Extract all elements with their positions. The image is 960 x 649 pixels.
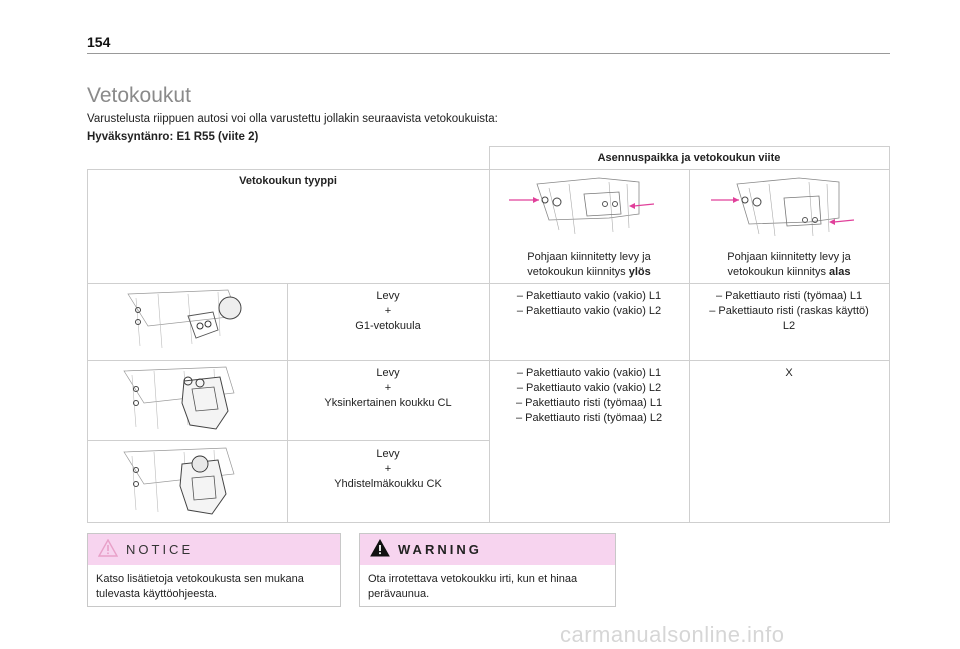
mount-up-caption-emphasis: ylös: [628, 266, 651, 278]
not-available-mark: X: [785, 367, 793, 379]
table-rule: [87, 522, 890, 523]
cl-mount-down-models: X: [689, 366, 889, 381]
cl-mount-up-models: – Pakettiauto vakio (vakio) L1 – Paketti…: [489, 366, 689, 426]
table-rule: [87, 440, 489, 441]
mount-up-cell: [489, 174, 689, 246]
notice-text-line2: tulevasta käyttöohjeesta.: [96, 588, 218, 600]
type-line: Levy: [376, 448, 400, 460]
warning-text-line1: Ota irrotettava vetokoukku irti, kun et …: [368, 573, 578, 585]
model-item: – Pakettiauto risti (työmaa) L1: [715, 290, 863, 302]
towbar-table: Asennuspaikka ja vetokoukun viite Vetoko…: [87, 146, 890, 523]
mount-down-caption-line2: vetokoukun kiinnitys: [727, 266, 830, 278]
model-item: – Pakettiauto risti (työmaa) L2: [515, 412, 663, 424]
type-line: Levy: [376, 290, 400, 302]
mount-down-caption-emphasis: alas: [829, 266, 851, 278]
warning-text: Ota irrotettava vetokoukku irti, kun et …: [360, 565, 615, 609]
warning-label: WARNING: [398, 542, 482, 557]
warning-box: WARNING Ota irrotettava vetokoukku irti,…: [359, 533, 616, 607]
warning-header: WARNING: [360, 534, 615, 565]
table-rule: [889, 146, 890, 523]
notice-header: NOTICE: [88, 534, 340, 565]
table-rule: [489, 146, 490, 523]
mount-plate-down-illustration: [711, 177, 855, 237]
warning-text-line2: perävaunua.: [368, 588, 430, 600]
g1-mount-down-models: – Pakettiauto risti (työmaa) L1 – Pakett…: [689, 289, 889, 334]
warning-triangle-icon: [370, 539, 390, 557]
intro-text: Varustelusta riippuen autosi voi olla va…: [87, 113, 498, 125]
type-line: Levy: [376, 367, 400, 379]
table-rule: [489, 146, 890, 147]
mount-plate-up-illustration: [509, 177, 655, 235]
type-line: Yhdistelmäkoukku CK: [334, 478, 442, 490]
header-towbar-type: Vetokoukun tyyppi: [239, 175, 337, 187]
mount-down-caption-line1: Pohjaan kiinnitetty levy ja: [727, 251, 851, 263]
table-rule: [87, 169, 88, 523]
hook-cl-illustration: [123, 366, 235, 430]
approval-number: Hyväksyntänro: E1 R55 (viite 2): [87, 131, 259, 143]
table-rule: [87, 360, 890, 361]
model-item: – Pakettiauto vakio (vakio) L1: [516, 367, 662, 379]
header-rule: [87, 53, 890, 54]
notice-box: NOTICE Katso lisätietoja vetokoukusta se…: [87, 533, 341, 607]
table-rule: [689, 169, 690, 523]
page-title: Vetokoukut: [87, 84, 191, 107]
model-item: – Pakettiauto risti (työmaa) L1: [515, 397, 663, 409]
hook-ck-illustration: [123, 447, 235, 515]
mount-down-caption: Pohjaan kiinnitetty levy ja vetokoukun k…: [689, 250, 889, 280]
type-line: Yksinkertainen koukku CL: [324, 397, 452, 409]
model-item: L2: [782, 320, 796, 332]
caution-triangle-icon: [98, 539, 118, 557]
notice-text-line1: Katso lisätietoja vetokoukusta sen mukan…: [96, 573, 304, 585]
page-number: 154: [87, 34, 111, 50]
towball-g1-illustration: [127, 289, 242, 349]
mount-up-caption-line2: vetokoukun kiinnitys: [527, 266, 629, 278]
type-line: +: [384, 382, 392, 394]
towbar-type-g1: Levy + G1-vetokuula: [287, 289, 489, 334]
hook-cl-image-cell: [88, 363, 287, 435]
towbar-type-cl: Levy + Yksinkertainen koukku CL: [287, 366, 489, 411]
site-watermark: carmanualsonline.info: [560, 622, 785, 647]
model-item: – Pakettiauto vakio (vakio) L2: [516, 305, 662, 317]
model-item: – Pakettiauto vakio (vakio) L2: [516, 382, 662, 394]
table-rule: [87, 283, 890, 284]
notice-text: Katso lisätietoja vetokoukusta sen mukan…: [88, 565, 340, 609]
type-line: +: [384, 305, 392, 317]
mount-down-cell: [689, 174, 889, 246]
mount-up-caption-line1: Pohjaan kiinnitetty levy ja: [527, 251, 651, 263]
towbar-type-ck: Levy + Yhdistelmäkoukku CK: [287, 447, 489, 492]
g1-mount-up-models: – Pakettiauto vakio (vakio) L1 – Paketti…: [489, 289, 689, 319]
model-item: – Pakettiauto risti (raskas käyttö): [709, 305, 869, 317]
towball-g1-image-cell: [88, 286, 287, 356]
table-rule: [87, 169, 890, 170]
header-mounting-location: Asennuspaikka ja vetokoukun viite: [597, 152, 781, 164]
mount-up-caption: Pohjaan kiinnitetty levy ja vetokoukun k…: [489, 250, 689, 280]
model-item: – Pakettiauto vakio (vakio) L1: [516, 290, 662, 302]
type-line: +: [384, 463, 392, 475]
hook-ck-image-cell: [88, 444, 287, 518]
type-line: G1-vetokuula: [355, 320, 421, 332]
table-rule: [287, 283, 288, 523]
notice-label: NOTICE: [126, 542, 194, 557]
